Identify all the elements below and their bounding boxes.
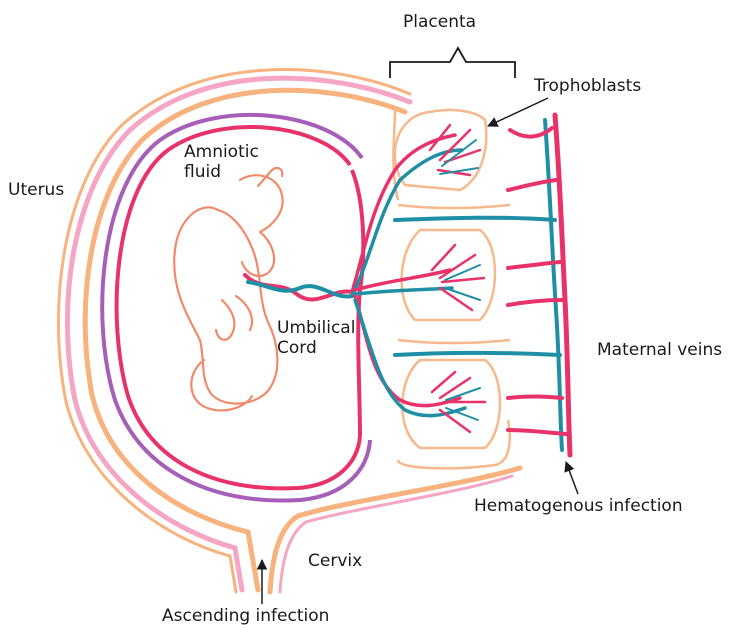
maternal-branch-7 — [508, 397, 562, 399]
maternal-vein-red-main — [555, 115, 570, 455]
maternal-branch-3 — [395, 218, 555, 220]
fetus — [174, 168, 282, 410]
villi-low — [432, 372, 485, 432]
label-cervix: Cervix — [308, 551, 362, 571]
maternal-branch-6 — [395, 353, 560, 355]
label-maternal-veins: Maternal veins — [597, 340, 722, 360]
label-umbilical-cord: Umbilical Cord — [277, 318, 377, 358]
hematogenous-arrow — [566, 462, 578, 494]
villi-low-blue — [446, 388, 480, 420]
placenta-bracket — [390, 48, 515, 78]
fetus-arm — [216, 300, 234, 340]
maternal-branch-8 — [508, 430, 566, 434]
placenta-vessels — [352, 125, 485, 432]
label-placenta: Placenta — [403, 12, 476, 32]
label-hematogenous-infection: Hematogenous infection — [474, 496, 683, 516]
fetus-arm2 — [236, 296, 252, 330]
label-amniotic-fluid: Amniotic fluid — [184, 142, 284, 182]
label-trophoblasts: Trophoblasts — [534, 76, 641, 96]
label-ascending-infection: Ascending infection — [162, 606, 329, 626]
placenta-septum-2 — [398, 340, 510, 343]
placenta-lobe-top — [395, 110, 486, 190]
label-uterus: Uterus — [8, 180, 64, 200]
trophoblasts-arrow — [488, 98, 548, 126]
fetus-legs — [240, 175, 283, 276]
placenta-lobe-mid — [402, 230, 495, 320]
villi-mid — [432, 245, 484, 310]
placenta-septum-1 — [398, 205, 510, 208]
